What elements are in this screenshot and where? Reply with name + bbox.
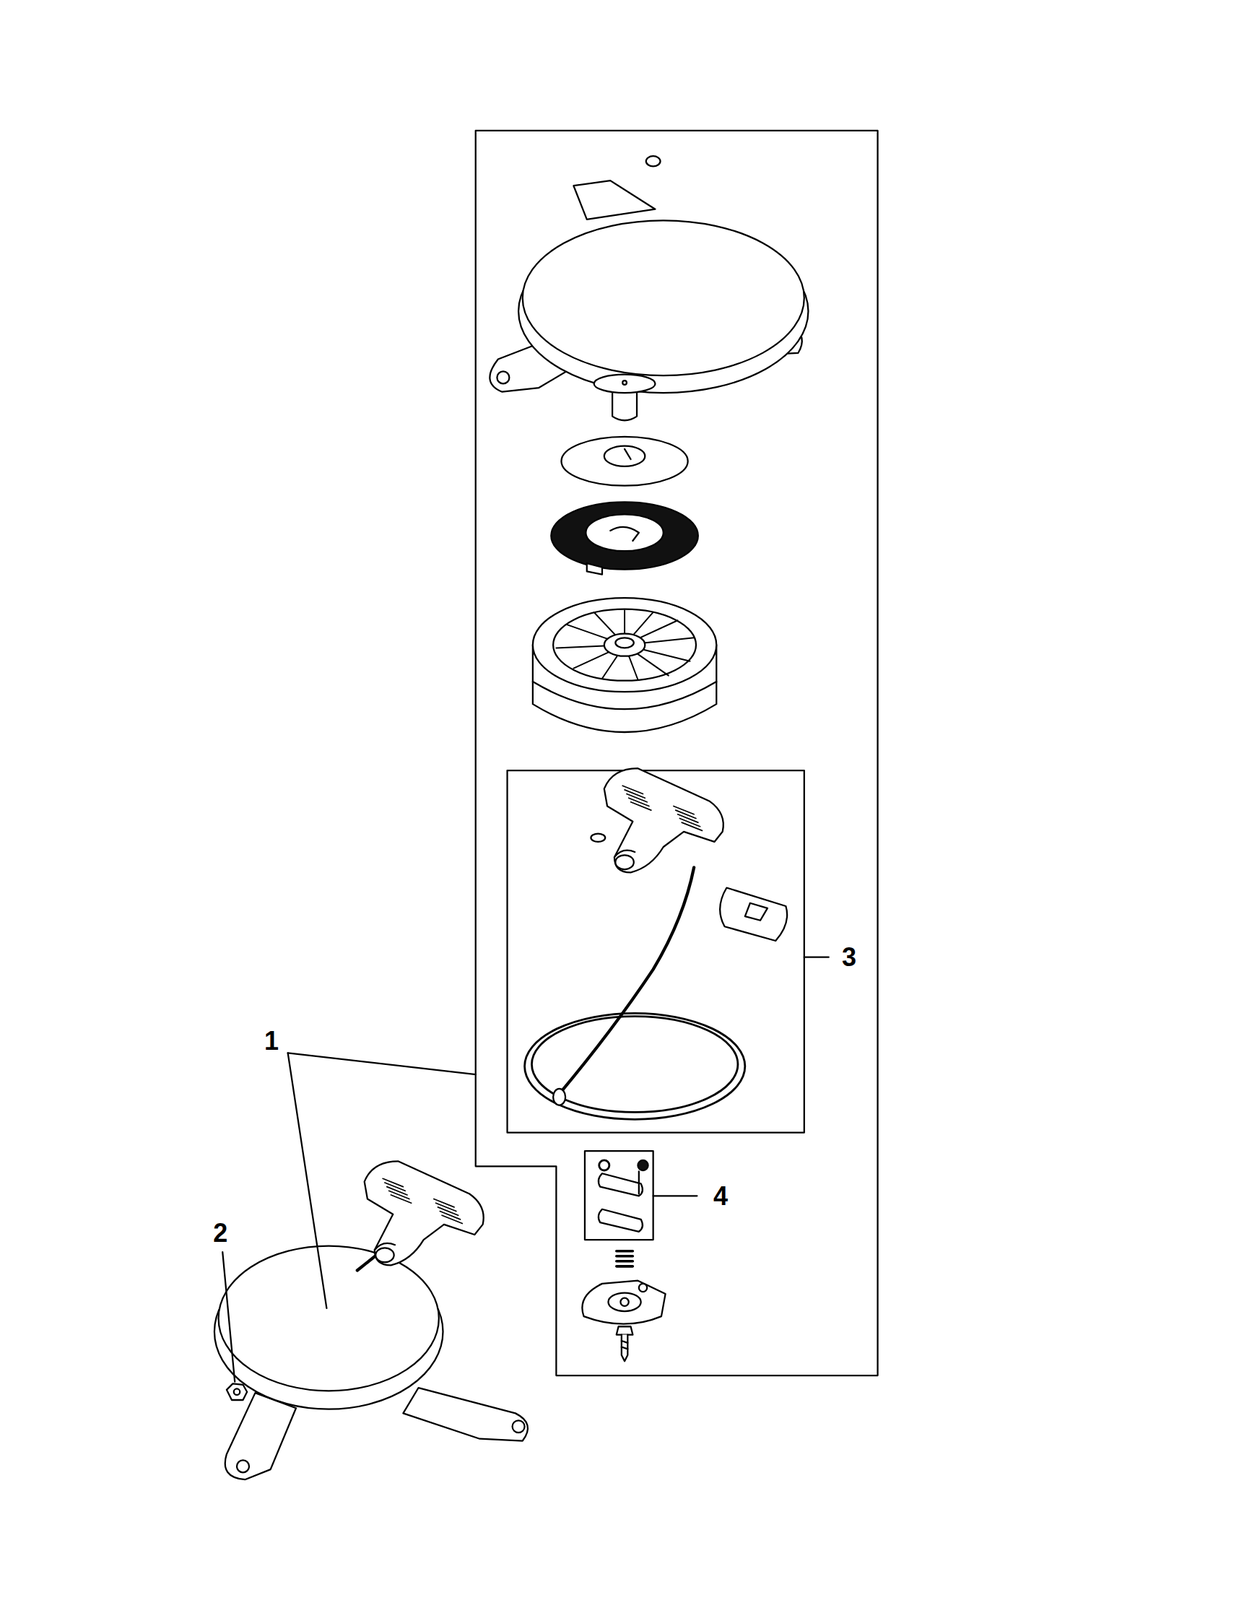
ratchet-parts <box>638 1283 647 1292</box>
callout-number: 2 <box>211 1220 229 1247</box>
rope-kit <box>719 888 788 941</box>
leader-line <box>653 1194 698 1197</box>
center-pin <box>594 374 656 393</box>
rope-kit <box>507 768 805 1133</box>
ratchet-parts <box>621 1335 628 1362</box>
recoil-spring <box>550 501 699 575</box>
rope-kit <box>604 768 724 873</box>
rope-kit <box>745 903 768 921</box>
washer <box>624 449 631 460</box>
hex-nut <box>233 1388 240 1395</box>
center-pin <box>594 374 656 421</box>
ratchet-parts <box>616 1251 634 1267</box>
rope-pulley <box>615 637 634 648</box>
callout-number: 1 <box>262 1028 281 1055</box>
ratchet-parts <box>607 1293 641 1312</box>
ratchet-parts <box>581 1280 665 1325</box>
rope-pulley <box>532 597 717 692</box>
pawl-kit <box>598 1173 643 1196</box>
group-frame <box>475 130 878 1376</box>
hex-nut <box>226 1383 247 1401</box>
pawl-kit <box>598 1209 643 1232</box>
recoil-spring <box>550 501 699 569</box>
assembled-starter <box>364 1161 484 1265</box>
rope-pulley <box>532 597 717 733</box>
assembled-starter <box>402 1387 528 1441</box>
rope-pulley <box>553 609 697 681</box>
starter-cover <box>646 155 661 167</box>
callout-number: 4 <box>711 1183 730 1210</box>
rope-kit <box>553 1088 566 1106</box>
pawl-kit <box>584 1150 654 1240</box>
rope-kit <box>590 833 606 842</box>
starter-cover <box>573 180 655 220</box>
leader-line <box>288 1052 328 1308</box>
callout-number: 3 <box>840 944 858 971</box>
center-pin <box>622 380 627 385</box>
rope-kit <box>531 1016 738 1113</box>
starter-cover <box>496 371 510 384</box>
rope-pulley <box>604 633 646 657</box>
pawl-kit <box>599 1160 610 1171</box>
washer <box>561 436 688 486</box>
starter-cover <box>522 220 805 376</box>
recoil-spring <box>585 514 663 551</box>
leader-line <box>222 1251 235 1382</box>
assembled-starter <box>218 1246 439 1392</box>
rope-kit <box>559 867 695 1094</box>
pawl-kit <box>584 1150 654 1240</box>
pawl-kit <box>638 1171 640 1194</box>
assembled-starter <box>236 1459 250 1473</box>
recoil-spring <box>610 527 639 541</box>
leader-line <box>804 956 829 959</box>
pawl-kit <box>637 1160 648 1171</box>
ratchet-parts <box>581 1251 665 1362</box>
leader-line <box>288 1052 476 1075</box>
illustration-part <box>555 610 694 680</box>
starter-cover <box>489 155 808 393</box>
recoil-spring <box>587 563 603 575</box>
rope-kit <box>524 1013 746 1120</box>
washer <box>604 446 646 467</box>
assembled-starter <box>214 1161 528 1480</box>
ratchet-parts <box>616 1326 634 1335</box>
assembled-starter <box>225 1392 297 1480</box>
hex-nut <box>226 1383 247 1401</box>
washer <box>561 436 688 486</box>
ratchet-parts <box>620 1298 629 1307</box>
ratchet-parts <box>621 1340 628 1349</box>
assembled-starter <box>512 1420 525 1433</box>
